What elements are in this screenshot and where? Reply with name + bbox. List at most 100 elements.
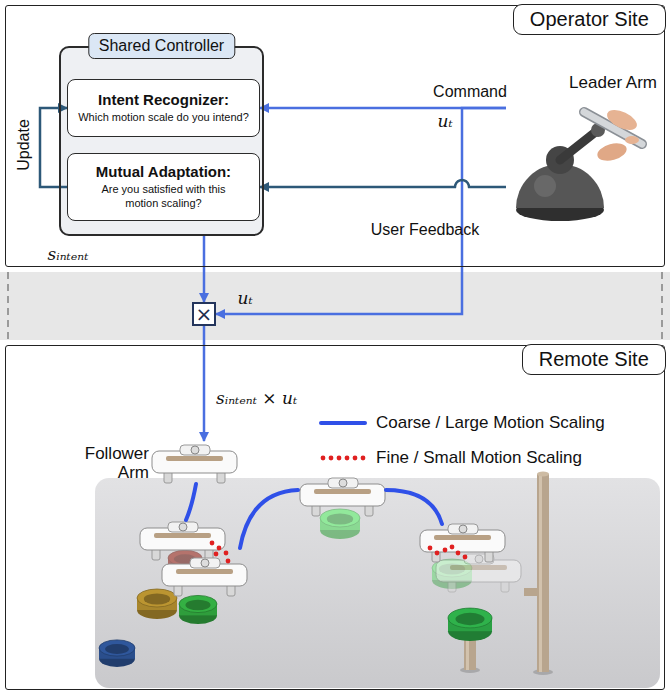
illustration-part xyxy=(105,644,129,654)
connector-arrow xyxy=(260,180,506,187)
legend-dot xyxy=(329,455,334,460)
coarse-path xyxy=(386,490,442,524)
coarse-path xyxy=(240,490,298,548)
legend-dot xyxy=(345,455,350,460)
illustration-part xyxy=(99,640,135,656)
device-node: Leader Arm xyxy=(506,71,661,226)
illustration-part xyxy=(137,589,177,607)
fine-dot xyxy=(435,551,440,556)
band-dash xyxy=(661,272,663,340)
edge-label: Command xyxy=(433,83,507,101)
controller-fill-rect xyxy=(59,46,264,236)
arm-highlight xyxy=(534,175,556,197)
illustration-part xyxy=(539,474,542,672)
illustration-part xyxy=(537,474,549,672)
remote-scene xyxy=(95,445,660,688)
ring xyxy=(448,608,492,641)
process-box: Intent Recognizer:Which motion scale do … xyxy=(67,79,260,137)
illustration-part xyxy=(179,595,217,612)
gripper xyxy=(162,558,247,596)
edge-label: Update xyxy=(15,119,33,171)
gripper xyxy=(140,522,225,560)
illustration-part xyxy=(450,565,507,570)
legend-sample xyxy=(318,415,368,431)
band-dash xyxy=(7,272,9,340)
edge-label: uₜ xyxy=(237,288,252,308)
legend-dot xyxy=(337,455,342,460)
edge-label: sᵢₙₜₑₙₜ xyxy=(46,244,91,264)
finger xyxy=(625,136,639,144)
site-panel: Operator SiteShared ControllerIntent Rec… xyxy=(5,5,665,267)
illustration-part xyxy=(328,478,358,488)
gripper xyxy=(152,445,237,483)
node-heading: Shared Controller xyxy=(88,33,235,59)
multiply-box: × xyxy=(192,302,216,326)
illustration-part xyxy=(201,559,209,567)
pole xyxy=(533,472,553,676)
illustration-part xyxy=(459,525,467,533)
ring xyxy=(137,589,177,619)
illustration-part xyxy=(166,456,223,461)
legend-text: Coarse / Large Motion Scaling xyxy=(376,413,605,433)
legend-line xyxy=(321,421,365,425)
node-heading: Leader Arm xyxy=(569,73,657,93)
gripper xyxy=(300,478,385,516)
fine-dot xyxy=(226,559,231,564)
legend-row: Fine / Small Motion Scaling xyxy=(318,440,605,475)
illustration-part xyxy=(180,445,210,455)
legend-text: Fine / Small Motion Scaling xyxy=(376,448,582,468)
edge-label: sᵢₙₜₑₙₜ × uₜ xyxy=(216,388,297,408)
connector-arrow xyxy=(203,236,206,302)
illustration-part xyxy=(339,479,347,487)
legend: Coarse / Large Motion ScalingFine / Smal… xyxy=(318,405,605,475)
node-heading: Follower Arm xyxy=(71,444,149,482)
fine-dot xyxy=(217,546,222,551)
illustration-part xyxy=(320,509,360,527)
legend-row: Coarse / Large Motion Scaling xyxy=(318,405,605,440)
transfer-band xyxy=(0,272,670,340)
illustration-part xyxy=(314,489,371,494)
illustration-part xyxy=(154,533,211,538)
node-heading: Remote Site xyxy=(522,344,666,375)
illustration-part xyxy=(168,522,198,532)
ring xyxy=(179,595,217,624)
ring xyxy=(320,509,360,539)
controller-fill xyxy=(59,46,264,236)
illustration-part xyxy=(434,535,491,540)
gripper xyxy=(420,524,505,562)
node-heading: Operator Site xyxy=(513,4,666,35)
fine-dot xyxy=(210,541,215,546)
connector-arrow xyxy=(40,108,67,187)
edge-label: User Feedback xyxy=(371,221,480,239)
fine-dot xyxy=(463,555,468,560)
illustration-part xyxy=(185,600,210,611)
fine-dot xyxy=(450,545,455,550)
illustration-part xyxy=(475,555,483,563)
illustration-part xyxy=(144,593,170,604)
illustration-part xyxy=(455,613,484,625)
process-box: Mutual Adaptation: Are you satisfied with… xyxy=(67,153,260,221)
fine-dot xyxy=(428,546,433,551)
legend-dot xyxy=(321,455,326,460)
band-fill xyxy=(0,272,670,340)
site-panel: Remote SiteFollower Arm xyxy=(5,345,665,690)
node-body: Are you satisfied with this motion scali… xyxy=(94,183,234,211)
illustration-part xyxy=(190,558,220,568)
illustration-part xyxy=(327,513,353,524)
pole-peg xyxy=(524,588,538,596)
floor xyxy=(95,478,660,688)
node-body: Which motion scale do you intend? xyxy=(78,111,249,125)
legend-dot xyxy=(361,455,366,460)
fine-dot xyxy=(443,548,448,553)
node-heading: Mutual Adaptation: xyxy=(96,163,231,180)
coarse-path xyxy=(186,484,196,520)
illustration-part xyxy=(179,523,187,531)
illustration-part xyxy=(191,446,199,454)
legend-dot xyxy=(353,455,358,460)
signal-label: uₜ xyxy=(437,111,452,131)
illustration-part xyxy=(537,472,549,477)
illustration-part xyxy=(176,569,233,574)
gripper xyxy=(436,554,521,592)
fine-dot xyxy=(456,551,461,556)
